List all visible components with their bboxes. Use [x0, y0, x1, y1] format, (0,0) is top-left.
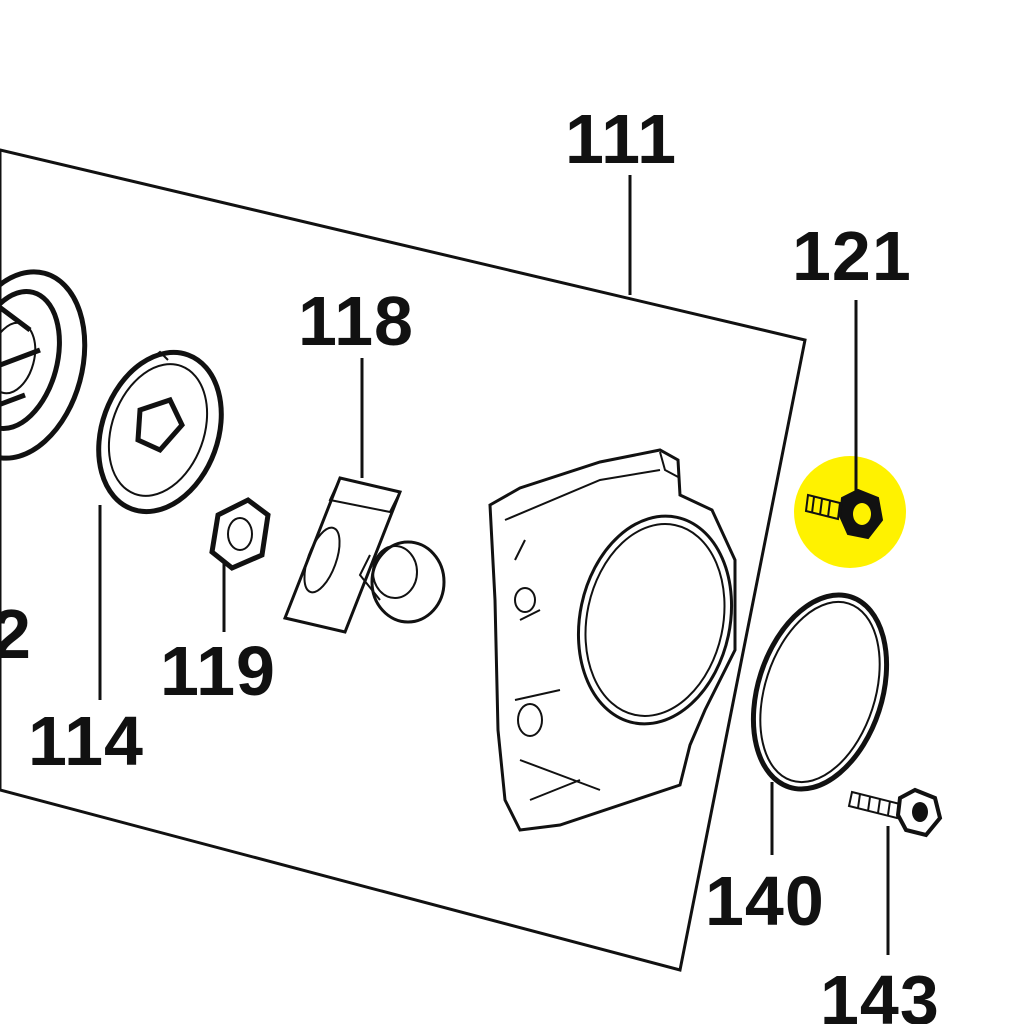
- starter-housing-part-111[interactable]: [488, 448, 750, 832]
- callout-119: 119: [160, 632, 276, 710]
- nut-part-119[interactable]: [209, 497, 271, 571]
- callout-121: 121: [792, 217, 912, 295]
- assembly-outline-111: [0, 148, 807, 972]
- callout-143: 143: [820, 961, 940, 1024]
- callout-114: 114: [28, 702, 144, 780]
- bolt-part-121[interactable]: [804, 488, 884, 540]
- callout-118: 118: [298, 282, 414, 360]
- pulley-part-2[interactable]: [0, 257, 104, 473]
- pawl-part-118[interactable]: [282, 476, 446, 634]
- callout-140: 140: [705, 862, 825, 940]
- callout-2: 2: [0, 595, 32, 673]
- bolt-part-143[interactable]: [847, 787, 943, 838]
- o-ring-part-140[interactable]: [730, 578, 910, 807]
- callout-111: 111: [565, 100, 677, 178]
- spring-disc-part-114[interactable]: [77, 335, 242, 529]
